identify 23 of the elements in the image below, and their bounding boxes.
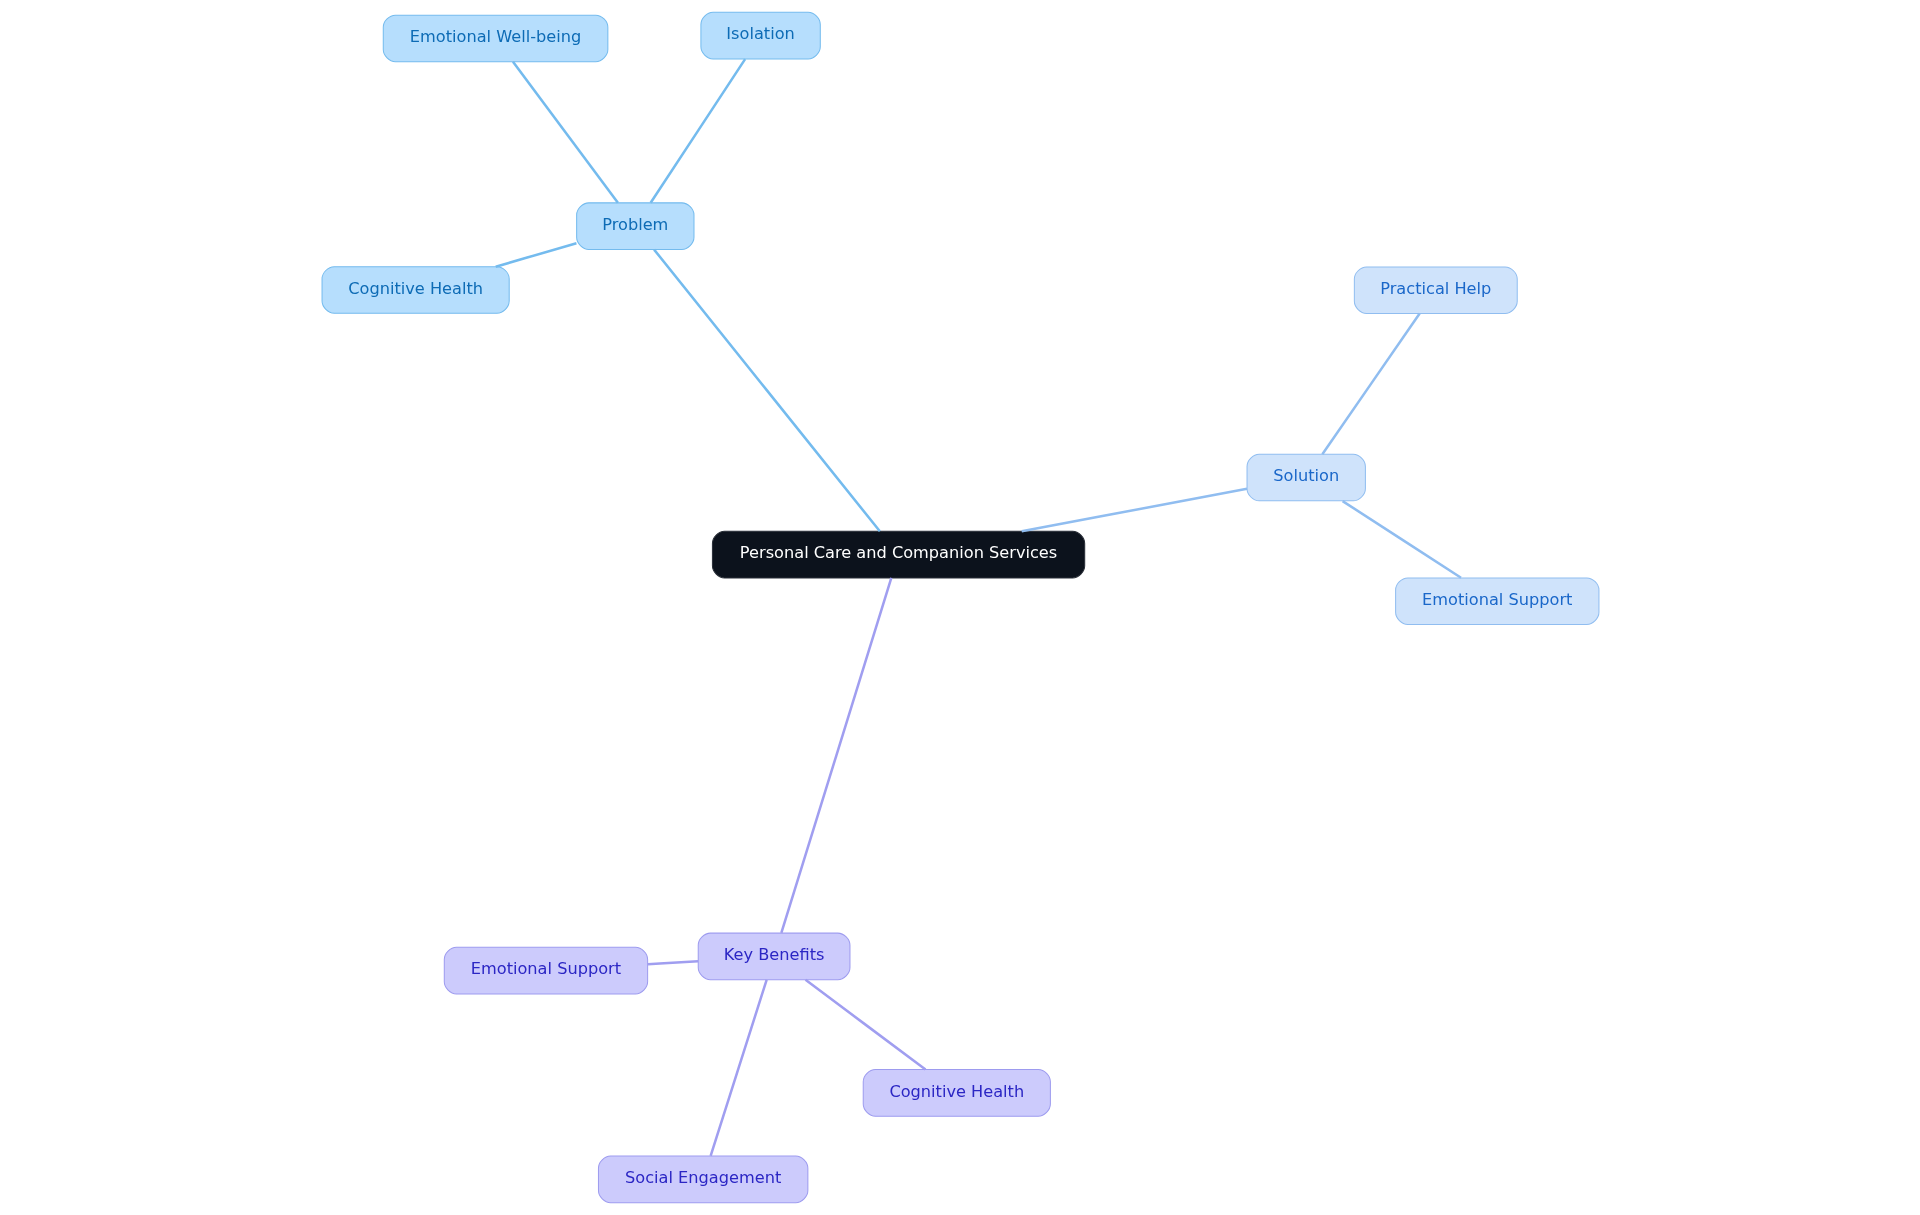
node-box: Emotional Well-being <box>382 14 608 63</box>
connector <box>652 248 881 533</box>
connector <box>779 577 893 934</box>
connector <box>708 979 768 1157</box>
connector <box>511 61 619 204</box>
node-box: Personal Care and Companion Services <box>711 530 1085 579</box>
connector <box>494 242 577 268</box>
node-box: Cognitive Health <box>862 1069 1051 1117</box>
connector <box>647 959 698 966</box>
node-box: Social Engagement <box>597 1155 808 1204</box>
connector <box>1320 312 1421 455</box>
node-box: Solution <box>1246 453 1366 502</box>
node-box: Problem <box>575 202 694 250</box>
node-box: Cognitive Health <box>321 266 510 314</box>
node-box: Isolation <box>699 11 821 60</box>
connector <box>804 978 926 1071</box>
connector <box>1020 487 1247 533</box>
node-box: Emotional Support <box>1394 577 1599 625</box>
connector <box>1341 500 1462 579</box>
connector <box>649 58 746 204</box>
node-box: Practical Help <box>1353 266 1518 314</box>
node-box: Emotional Support <box>443 946 648 995</box>
node-box: Key Benefits <box>697 932 850 981</box>
